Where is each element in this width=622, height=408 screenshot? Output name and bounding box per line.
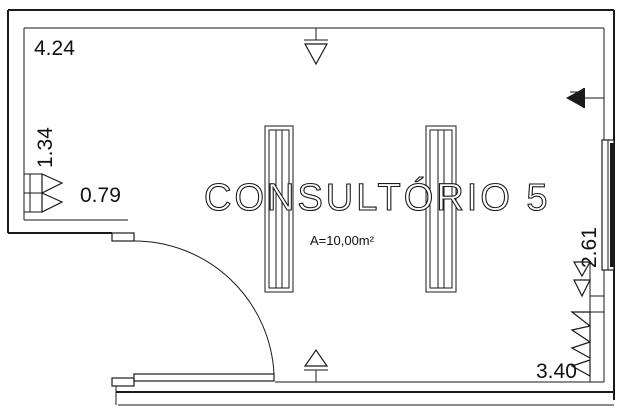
dimension-left-window: 0.79 (80, 184, 121, 207)
dimension-right-vertical: 2.61 (578, 227, 601, 268)
outlet-group-left-icon (24, 173, 64, 213)
outlet-stack-right-icon (570, 261, 605, 382)
switch-symbol-icon (566, 88, 604, 108)
dimension-left-vertical: 1.34 (34, 127, 57, 168)
fluorescent-light-icon (264, 125, 294, 293)
dimension-bottom-right: 3.40 (536, 360, 577, 383)
room-area: A=10,00m² (310, 233, 375, 248)
window-right (601, 139, 615, 271)
outlet-symbol-icon (303, 28, 329, 66)
dimension-top-left: 4.24 (34, 37, 75, 60)
room-name: CONSULTÓRIO 5 (204, 176, 551, 219)
door (111, 232, 275, 387)
fluorescent-light-icon (425, 125, 457, 293)
outlet-symbol-icon (303, 348, 329, 382)
